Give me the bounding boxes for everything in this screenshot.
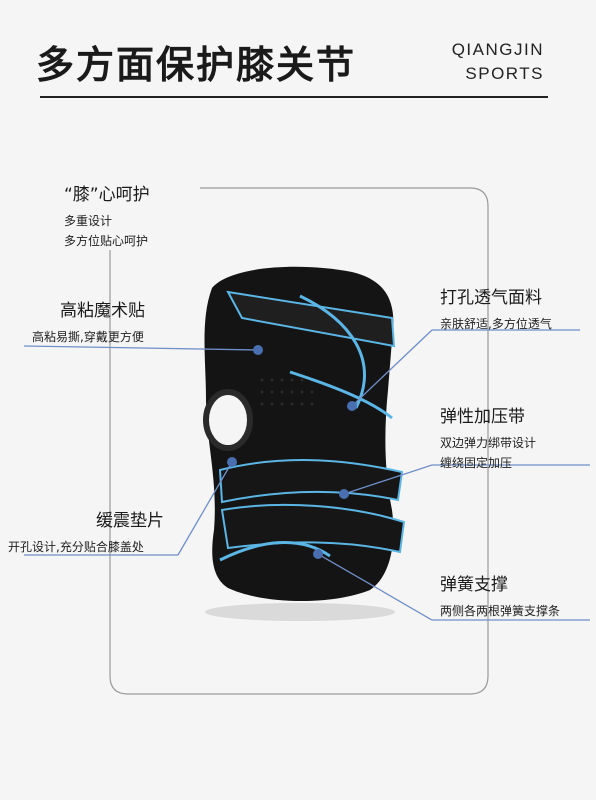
stripe-1 <box>299 294 366 409</box>
callout-knee-care-line2: 多方位贴心呵护 <box>64 234 149 248</box>
perforated-panel <box>260 378 314 406</box>
dot-cushion <box>227 457 237 467</box>
page-title: 多方面保护膝关节 <box>36 43 357 87</box>
callout-cushion-line1: 开孔设计,充分贴合膝盖处 <box>8 540 144 554</box>
brand-logo-text: QIANGJIN SPORTS <box>444 38 544 86</box>
callout-fabric-title: 打孔透气面料 <box>440 288 542 308</box>
callout-knee-care: “膝”心呵护 多重设计 多方位贴心呵护 <box>64 180 150 251</box>
callout-fabric-line1: 亲肤舒适,多方位透气 <box>440 317 552 331</box>
stripe-2 <box>289 370 393 420</box>
callout-spring-title: 弹簧支撑 <box>440 575 508 595</box>
callout-strap: 弹性加压带 双边弹力绑带设计 缠绕固定加压 <box>440 402 536 473</box>
brand-line-1: QIANGJIN <box>451 40 544 59</box>
dot-velcro <box>253 345 263 355</box>
callout-strap-line1: 双边弹力绑带设计 <box>440 436 537 450</box>
leader-velcro <box>23 345 259 351</box>
dot-strap <box>339 489 349 499</box>
callout-knee-care-line1: 多重设计 <box>64 214 113 228</box>
header-divider <box>40 96 548 98</box>
callout-fabric: 打孔透气面料 亲肤舒适,多方位透气 <box>440 283 552 334</box>
patella-opening <box>203 389 253 451</box>
velcro-flap <box>226 290 396 348</box>
leader-cushion-diag <box>177 461 233 556</box>
callout-spring-line1: 两侧各两根弹簧支撑条 <box>440 604 561 618</box>
callout-cushion: 缓震垫片 开孔设计,充分贴合膝盖处 <box>8 506 164 557</box>
callout-velcro: 高粘魔术贴 高粘易撕,穿戴更方便 <box>32 296 145 347</box>
callout-strap-line2: 缠绕固定加压 <box>440 456 513 470</box>
dot-spring <box>313 549 323 559</box>
callout-velcro-title: 高粘魔术贴 <box>60 301 145 321</box>
callout-velcro-line1: 高粘易撕,穿戴更方便 <box>32 330 144 344</box>
leader-strap <box>343 464 433 495</box>
leader-spring <box>317 553 433 621</box>
compression-strap-upper <box>218 459 404 504</box>
dot-fabric <box>347 401 357 411</box>
callout-strap-title: 弹性加压带 <box>440 407 525 427</box>
callout-knee-care-title: “膝”心呵护 <box>64 185 150 205</box>
leader-fabric <box>351 329 433 407</box>
brace-shadow <box>205 603 395 621</box>
frame-outline <box>109 187 489 695</box>
callout-spring: 弹簧支撑 两侧各两根弹簧支撑条 <box>440 570 560 621</box>
callout-cushion-title: 缓震垫片 <box>96 511 164 531</box>
brand-line-2: SPORTS <box>465 64 544 83</box>
